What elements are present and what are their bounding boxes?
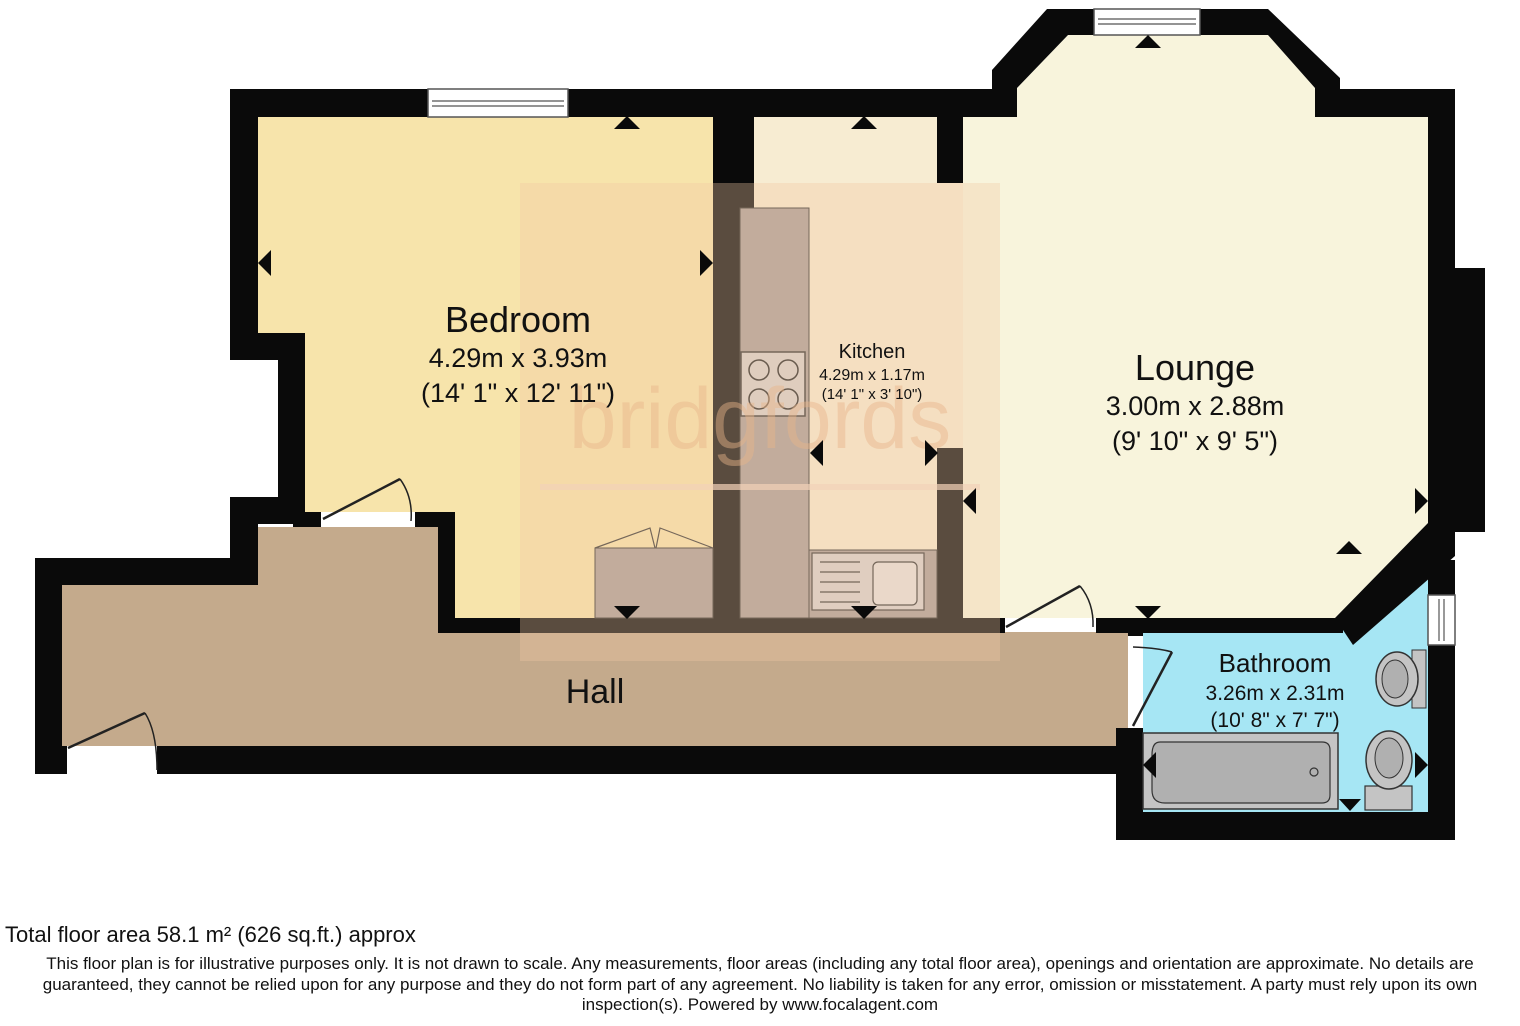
bathroom-name: Bathroom xyxy=(1219,648,1332,678)
bathroom-dimensions-metric: 3.26m x 2.31m xyxy=(1206,682,1345,705)
kitchen-dimensions-imperial: (14' 1" x 3' 10") xyxy=(822,386,923,403)
lounge-name: Lounge xyxy=(1135,347,1255,388)
bedroom-name: Bedroom xyxy=(445,299,591,340)
bedroom-dimensions-imperial: (14' 1" x 12' 11") xyxy=(421,378,615,408)
watermark-overlay xyxy=(520,183,1000,661)
lounge-floor xyxy=(963,35,1428,618)
bedroom-label: Bedroom 4.29m x 3.93m (14' 1" x 12' 11") xyxy=(421,299,615,408)
lounge-window xyxy=(1093,8,1201,36)
watermark-text: bridgfords xyxy=(569,371,951,467)
sink xyxy=(811,552,925,611)
kitchen-name: Kitchen xyxy=(839,341,906,363)
walls xyxy=(35,9,1485,840)
bedroom-dimensions-metric: 4.29m x 3.93m xyxy=(429,343,608,373)
total-floor-area: Total floor area 58.1 m² (626 sq.ft.) ap… xyxy=(5,922,416,947)
bathroom-window xyxy=(1427,594,1456,646)
hall-name: Hall xyxy=(566,673,625,711)
basin xyxy=(1375,649,1427,709)
bedroom-window xyxy=(427,88,569,118)
floor-plan: bridgfords Bedroom 4.29m x 3.93m (14' 1"… xyxy=(35,8,1485,840)
doors xyxy=(67,477,1174,771)
lounge-dimensions-metric: 3.00m x 2.88m xyxy=(1106,391,1285,421)
hob xyxy=(740,351,806,417)
lounge-dimensions-imperial: (9' 10" x 9' 5") xyxy=(1112,426,1278,456)
kitchen-label: Kitchen 4.29m x 1.17m (14' 1" x 3' 10") xyxy=(819,341,925,403)
watermark-underline xyxy=(540,484,980,490)
kitchen-dimensions-metric: 4.29m x 1.17m xyxy=(819,367,925,384)
bathtub xyxy=(1142,732,1339,810)
lounge-label: Lounge 3.00m x 2.88m (9' 10" x 9' 5") xyxy=(1106,347,1285,456)
direction-markers xyxy=(258,35,1428,811)
bathroom-label: Bathroom 3.26m x 2.31m (10' 8" x 7' 7") xyxy=(1206,648,1345,732)
bathroom-dimensions-imperial: (10' 8" x 7' 7") xyxy=(1210,709,1339,732)
hall-floor xyxy=(62,527,1128,746)
toilet xyxy=(1364,730,1413,811)
disclaimer: This floor plan is for illustrative purp… xyxy=(42,954,1478,1014)
